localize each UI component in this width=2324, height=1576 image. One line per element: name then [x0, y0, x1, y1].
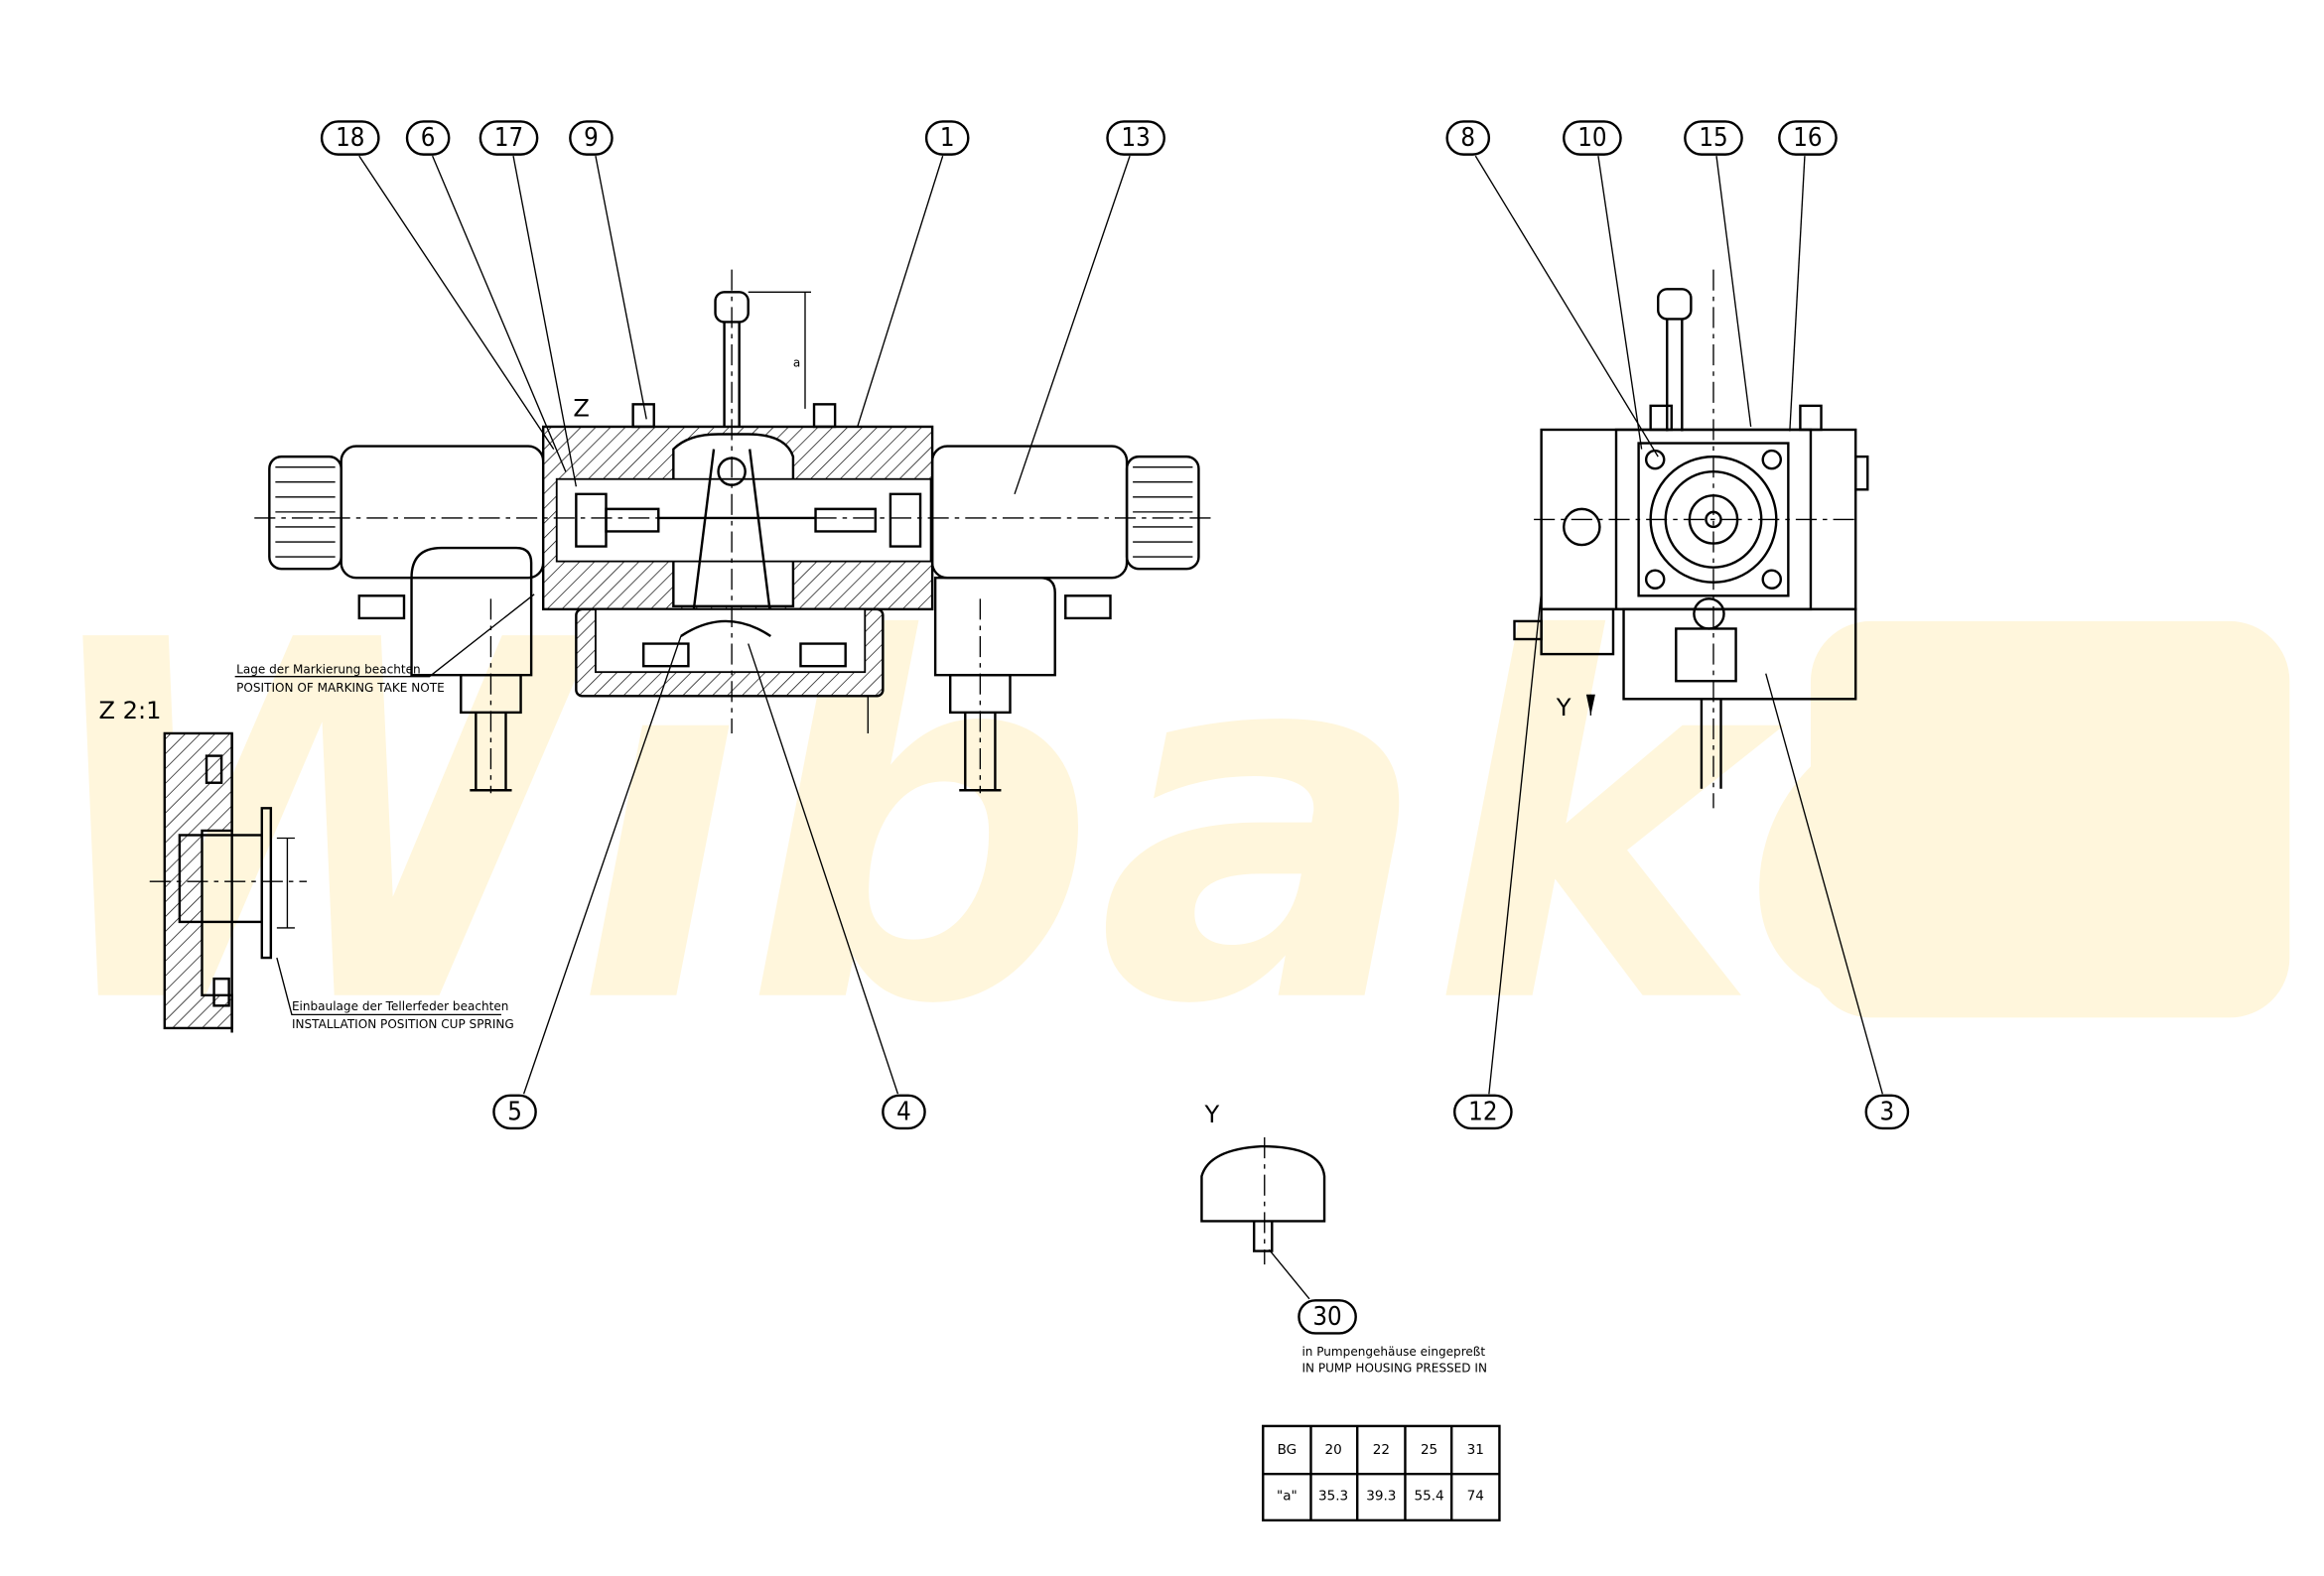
- dimension-a-label: a: [793, 356, 800, 370]
- svg-text:35.3: 35.3: [1318, 1489, 1348, 1505]
- svg-text:39.3: 39.3: [1366, 1489, 1396, 1505]
- svg-text:15: 15: [1699, 123, 1727, 153]
- pressed-note-de: in Pumpengehäuse eingepreßt: [1301, 1345, 1485, 1359]
- svg-text:4: 4: [896, 1097, 911, 1126]
- cup-spring-note-de: Einbaulage der Tellerfeder beachten: [292, 999, 508, 1013]
- svg-text:31: 31: [1467, 1442, 1484, 1458]
- watermark-tractor-badge: [1810, 620, 2290, 1018]
- balloon-10: 10: [1563, 120, 1622, 156]
- balloon-4: 4: [882, 1094, 926, 1130]
- balloon-30: 30: [1298, 1299, 1357, 1335]
- svg-text:17: 17: [494, 123, 523, 153]
- svg-text:"a": "a": [1277, 1489, 1298, 1505]
- svg-text:18: 18: [336, 123, 364, 153]
- marking-note-de: Lage der Markierung beachten: [236, 663, 420, 677]
- view-z-label: Z: [573, 394, 590, 422]
- svg-text:5: 5: [507, 1097, 522, 1126]
- view-y-arrow-label: Y: [1556, 694, 1572, 722]
- view-y-pin: Y in Pumpengehäuse eingepreßt IN PUMP HO…: [1200, 1101, 1487, 1376]
- size-table: BG 20 22 25 31 "a" 35.3 39.3 55.4 74: [1262, 1424, 1501, 1522]
- balloon-13: 13: [1106, 120, 1165, 156]
- leader-lines: [358, 155, 1883, 1095]
- pressed-note-en: IN PUMP HOUSING PRESSED IN: [1301, 1362, 1487, 1376]
- svg-text:74: 74: [1467, 1489, 1484, 1505]
- detail-z-view: Z 2:1 Einbaulage der Tellerfeder beachte…: [98, 697, 514, 1033]
- valve-side-view: Y: [1513, 269, 1869, 809]
- balloon-17: 17: [478, 120, 539, 156]
- balloon-9: 9: [569, 120, 614, 156]
- svg-text:12: 12: [1468, 1097, 1497, 1126]
- balloon-3: 3: [1864, 1094, 1910, 1130]
- svg-text:9: 9: [584, 123, 599, 153]
- item-balloons: 18 6 17 9 1 13 8 10 15 16 5 4 12 3 30: [320, 120, 1910, 1335]
- svg-text:22: 22: [1373, 1442, 1390, 1458]
- marking-note-en: POSITION OF MARKING TAKE NOTE: [236, 681, 445, 695]
- balloon-1: 1: [924, 120, 970, 156]
- detail-z-label: Z 2:1: [98, 697, 161, 724]
- svg-text:10: 10: [1577, 123, 1606, 153]
- balloon-8: 8: [1445, 120, 1491, 156]
- svg-text:3: 3: [1880, 1097, 1895, 1126]
- svg-text:30: 30: [1312, 1302, 1341, 1332]
- balloon-5: 5: [492, 1094, 537, 1130]
- balloon-15: 15: [1684, 120, 1743, 156]
- svg-text:6: 6: [421, 123, 436, 153]
- svg-text:13: 13: [1121, 123, 1150, 153]
- view-y-label: Y: [1203, 1101, 1219, 1128]
- svg-text:BG: BG: [1278, 1442, 1298, 1458]
- cup-spring-note-en: INSTALLATION POSITION CUP SPRING: [292, 1017, 514, 1031]
- balloon-6: 6: [405, 120, 451, 156]
- valve-front-view: a Z: [254, 269, 1212, 794]
- svg-text:1: 1: [940, 123, 955, 153]
- svg-text:16: 16: [1793, 123, 1822, 153]
- svg-text:8: 8: [1460, 123, 1475, 153]
- svg-text:25: 25: [1421, 1442, 1437, 1458]
- svg-text:20: 20: [1324, 1442, 1341, 1458]
- svg-text:55.4: 55.4: [1414, 1489, 1443, 1505]
- balloon-18: 18: [320, 120, 380, 156]
- balloon-12: 12: [1452, 1094, 1513, 1130]
- balloon-16: 16: [1778, 120, 1838, 156]
